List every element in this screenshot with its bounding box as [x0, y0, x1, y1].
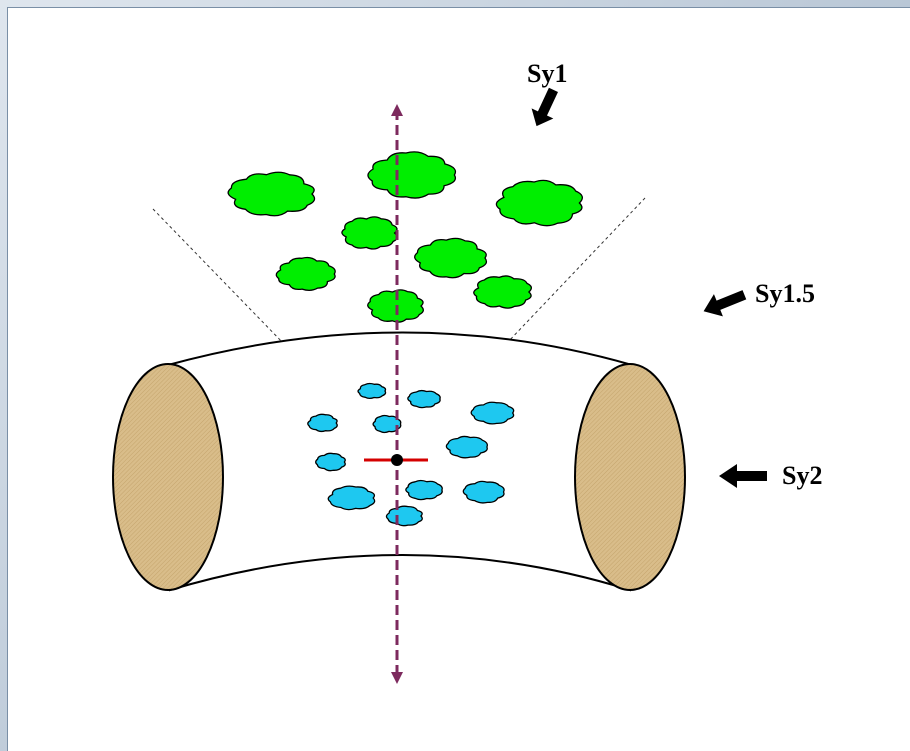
cloud-blob-icon	[445, 435, 488, 459]
cloud-blob-icon	[462, 480, 505, 504]
center-point	[391, 454, 403, 466]
block-arrow-icon	[719, 464, 767, 488]
block-arrow-icon	[531, 87, 558, 127]
green-blob-group	[227, 151, 583, 323]
tube-end-right	[574, 363, 686, 591]
cloud-blob-icon	[473, 275, 532, 309]
cloud-blob-icon	[357, 382, 387, 400]
cloud-blob-icon	[495, 179, 583, 227]
cloud-blob-icon	[227, 171, 316, 217]
block-arrow-icon	[703, 290, 747, 317]
label-sy2: Sy2	[782, 461, 822, 490]
cloud-blob-icon	[385, 505, 423, 527]
cloud-blob-icon	[275, 256, 336, 292]
cloud-blob-icon	[307, 413, 338, 433]
tube-end-left	[112, 363, 224, 591]
label-sy15: Sy1.5	[755, 279, 815, 308]
cloud-blob-icon	[367, 151, 457, 199]
blue-blob-group	[307, 382, 515, 527]
cloud-blob-icon	[414, 237, 488, 279]
arrow-sy2	[719, 464, 767, 488]
arrow-sy1	[531, 87, 558, 127]
cloud-blob-icon	[315, 452, 346, 472]
cloud-blob-icon	[405, 479, 443, 501]
cloud-blob-icon	[327, 485, 376, 511]
cloud-blob-icon	[407, 389, 441, 409]
label-sy1: Sy1	[527, 59, 567, 88]
cloud-blob-icon	[341, 216, 398, 250]
cloud-blob-icon	[470, 401, 515, 425]
arrow-sy15	[703, 290, 747, 317]
